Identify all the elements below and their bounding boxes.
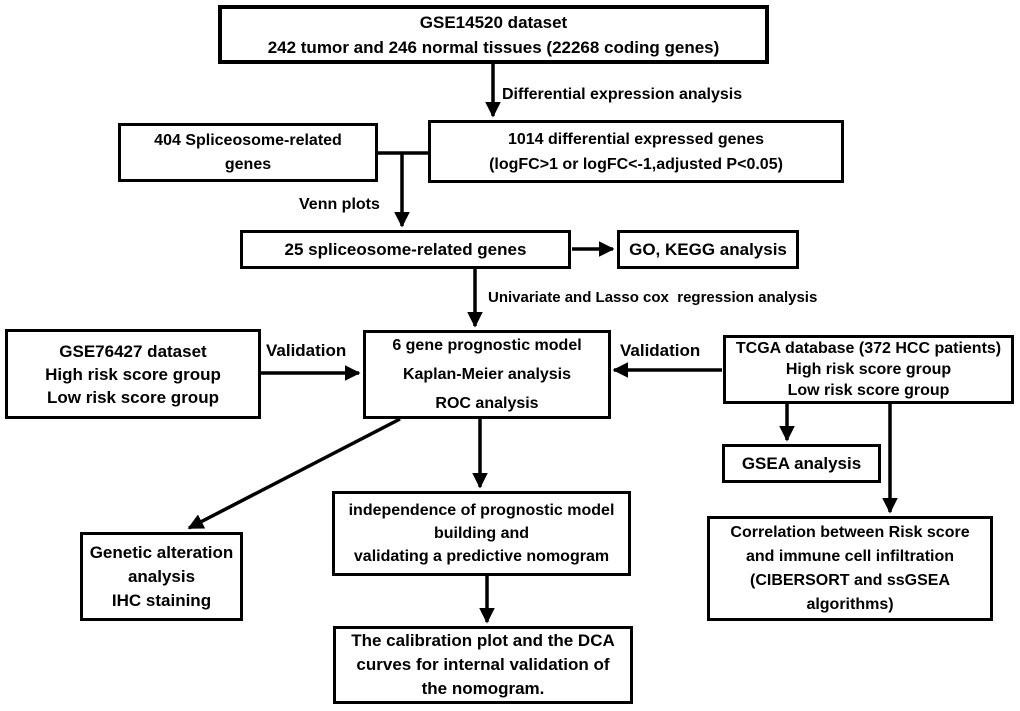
text-line: The calibration plot and the DCA xyxy=(351,631,615,650)
text-line: IHC staining xyxy=(111,590,212,610)
text-line: GSE76427 dataset xyxy=(59,341,207,361)
text-line: 6 gene prognostic model xyxy=(392,337,582,354)
node-calibration-dca: The calibration plot and the DCA curves … xyxy=(333,626,633,704)
edge-label-venn-plots: Venn plots xyxy=(299,196,380,213)
edge-label-validation-left: Validation xyxy=(266,341,347,360)
text-line: High risk score group xyxy=(45,364,221,384)
text-line: 1014 differential expressed genes xyxy=(507,130,765,148)
text-line: Kaplan-Meier analysis xyxy=(402,366,572,383)
text-line: GO, KEGG analysis xyxy=(629,239,787,259)
text-line: 242 tumor and 246 normal tissues (22268 … xyxy=(267,37,720,57)
node-gse76427-dataset: GSE76427 dataset High risk score group L… xyxy=(5,329,261,419)
node-go-kegg-analysis: GO, KEGG analysis xyxy=(617,230,799,269)
node-gsea-analysis: GSEA analysis xyxy=(722,444,881,483)
text-line: validating a predictive nomogram xyxy=(353,548,610,565)
text-line: GSE14520 dataset xyxy=(419,12,568,32)
text-line: 404 Spliceosome-related xyxy=(154,131,342,149)
node-tcga-database: TCGA database (372 HCC patients) High ri… xyxy=(723,335,1014,404)
text-line: Low risk score group xyxy=(787,382,950,399)
node-404-spliceosome-genes: 404 Spliceosome-related genes xyxy=(118,123,378,182)
text-line: 25 spliceosome-related genes xyxy=(284,239,527,259)
text-line: the nomogram. xyxy=(421,679,545,698)
node-genetic-alteration: Genetic alteration analysis IHC staining xyxy=(80,532,243,621)
arrow-to-genetic-alteration xyxy=(187,417,401,530)
node-immune-correlation: Correlation between Risk score and immun… xyxy=(707,516,993,621)
text-line: High risk score group xyxy=(785,361,952,378)
node-nomogram-independence: independence of prognostic model buildin… xyxy=(332,491,631,576)
text-line: ROC analysis xyxy=(435,395,539,412)
edge-label-differential-expression: Differential expression analysis xyxy=(502,86,743,103)
text-line: algorithms) xyxy=(806,595,894,613)
edge-label-validation-right: Validation xyxy=(620,341,701,360)
text-line: (CIBERSORT and ssGSEA xyxy=(749,571,951,589)
text-line: Correlation between Risk score xyxy=(730,523,970,541)
text-line: Low risk score group xyxy=(47,387,219,407)
node-25-spliceosome-genes: 25 spliceosome-related genes xyxy=(240,230,571,269)
text-line: and immune cell infiltration xyxy=(745,547,955,565)
text-line: building and xyxy=(433,525,530,542)
text-line: (logFC>1 or logFC<-1,adjusted P<0.05) xyxy=(489,155,783,173)
edge-label-univariate-lasso: Univariate and Lasso cox regression anal… xyxy=(488,289,818,306)
node-6-gene-prognostic-model: 6 gene prognostic model Kaplan-Meier ana… xyxy=(363,330,611,419)
text-line: TCGA database (372 HCC patients) xyxy=(735,340,1002,357)
text-line: GSEA analysis xyxy=(741,453,862,473)
text-line: Genetic alteration xyxy=(89,542,234,562)
node-1014-differential-genes: 1014 differential expressed genes (logFC… xyxy=(428,120,844,183)
text-line: independence of prognostic model xyxy=(348,502,615,519)
node-gse14520-dataset: GSE14520 dataset 242 tumor and 246 norma… xyxy=(218,5,769,64)
text-line: analysis xyxy=(127,566,196,586)
text-line: curves for internal validation of xyxy=(356,655,610,674)
text-line: genes xyxy=(224,155,272,173)
